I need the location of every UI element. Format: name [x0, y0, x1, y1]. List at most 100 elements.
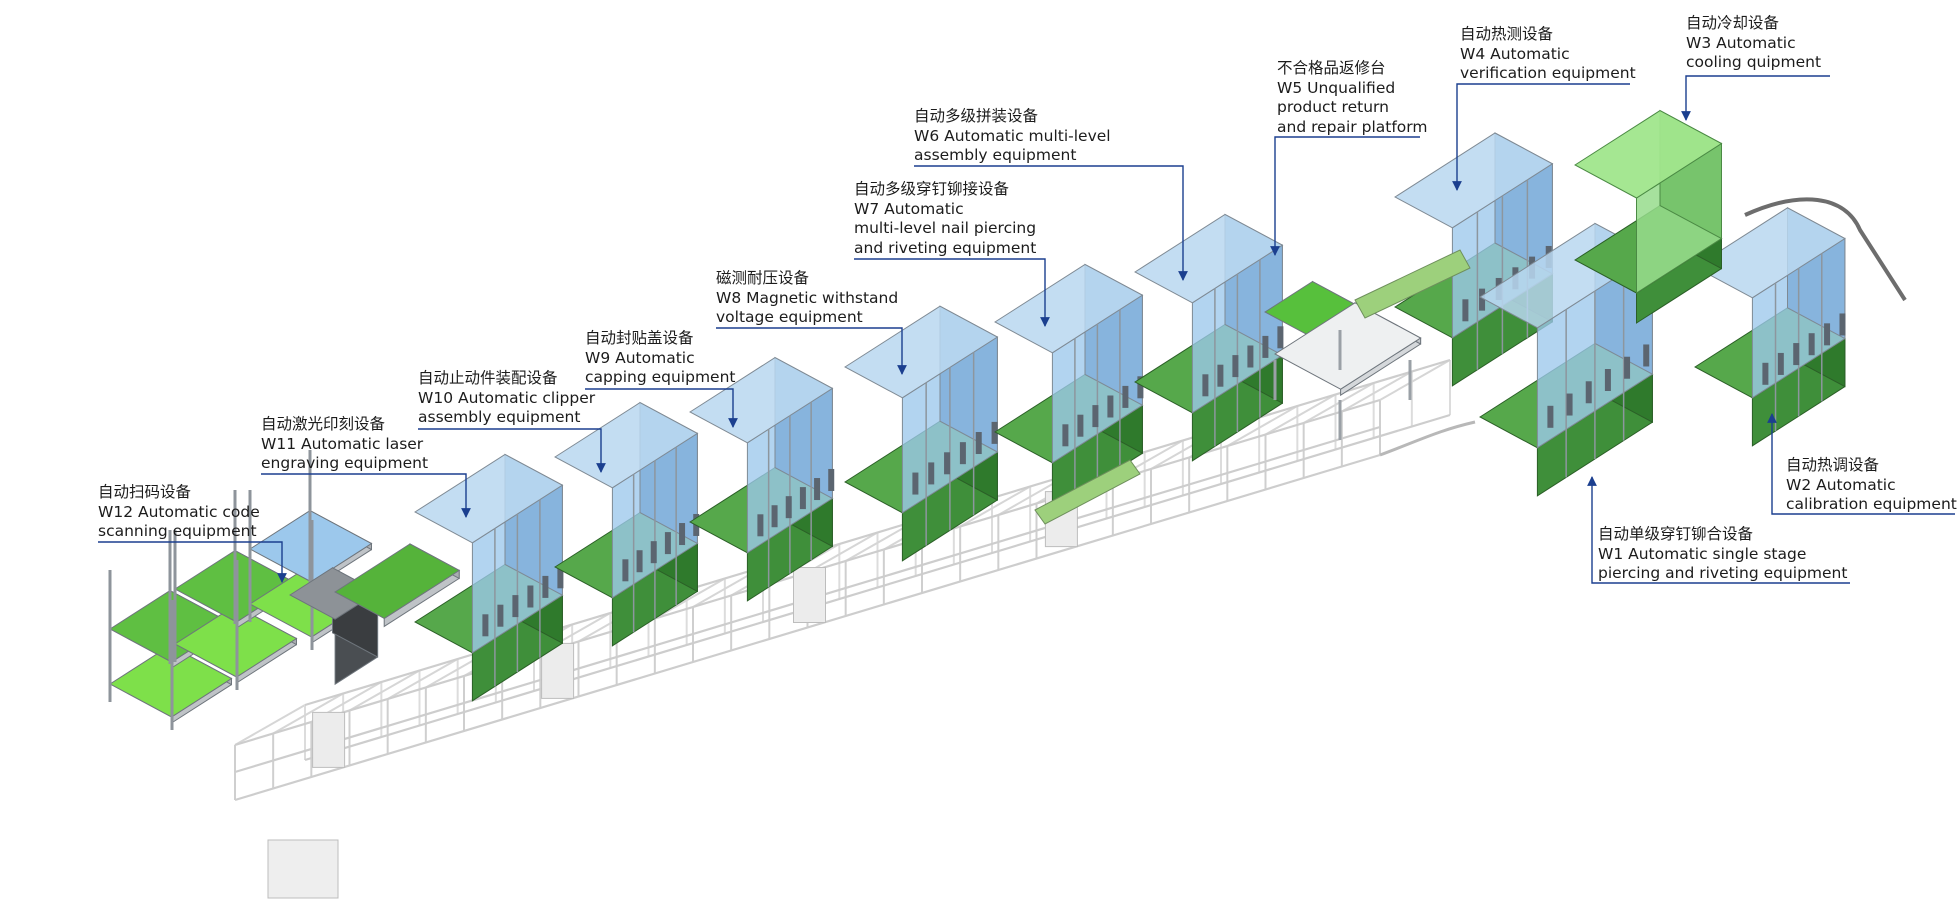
machine-w3-enclosure	[1574, 109, 1723, 294]
internal-mechanism	[912, 472, 919, 495]
internal-mechanism	[622, 559, 629, 582]
conveyor-crossbar	[807, 531, 878, 574]
label-w8-line: voltage equipment	[716, 308, 863, 326]
transfer-conveyor	[1354, 249, 1471, 319]
label-w6-line: assembly equipment	[914, 146, 1077, 164]
label-w1: 自动单级穿钉铆合设备 W1 Automatic single stage pie…	[1598, 525, 1847, 584]
internal-mechanism	[1762, 362, 1769, 385]
label-w1-line: 自动单级穿钉铆合设备	[1598, 525, 1754, 543]
internal-mechanism	[1247, 345, 1254, 368]
internal-mechanism	[1643, 344, 1650, 367]
machine-w7	[994, 263, 1144, 512]
internal-mechanism	[814, 478, 821, 501]
label-w5: 不合格品返修台 W5 Unqualified product return an…	[1277, 59, 1427, 137]
internal-mechanism	[664, 532, 671, 555]
label-w5-line: product return	[1277, 98, 1389, 116]
label-w11-line: engraving equipment	[261, 454, 429, 472]
label-w3-line: W3 Automatic	[1686, 33, 1796, 52]
conveyor-crossbar	[349, 669, 420, 712]
machine-w4	[1394, 132, 1554, 387]
label-w12-line: 自动扫码设备	[98, 483, 192, 501]
conveyor-crossbar	[959, 485, 1031, 528]
label-w9: 自动封贴盖设备 W9 Automatic capping equipment	[585, 329, 735, 388]
label-w10-line: assembly equipment	[418, 408, 581, 426]
internal-mechanism	[1462, 299, 1469, 322]
label-w9-line: 自动封贴盖设备	[585, 329, 694, 347]
internal-mechanism	[975, 432, 982, 455]
label-w8-line: W8 Magnetic withstand	[716, 288, 899, 307]
internal-mechanism	[1839, 313, 1846, 336]
machine-w8	[844, 305, 999, 562]
conveyor-drive-unit	[312, 711, 346, 768]
internal-mechanism	[771, 505, 778, 528]
internal-mechanism	[1077, 414, 1084, 437]
internal-mechanism	[542, 575, 549, 598]
internal-mechanism	[1808, 333, 1815, 356]
label-w11-line: W11 Automatic laser	[261, 434, 424, 453]
conveyor-rail	[304, 413, 1451, 762]
internal-mechanism	[557, 566, 564, 589]
label-w5-line: and repair platform	[1277, 117, 1428, 136]
internal-mechanism	[1122, 385, 1129, 408]
internal-mechanism	[1217, 364, 1224, 387]
label-w6-line: W6 Automatic multi-level	[914, 126, 1111, 145]
label-w4: 自动热测设备 W4 Automatic verification equipme…	[1460, 25, 1636, 84]
conveyor-rail	[234, 453, 1381, 802]
internal-mechanism	[1566, 393, 1573, 416]
label-w1-line: piercing and riveting equipment	[1598, 564, 1848, 582]
internal-mechanism	[1585, 381, 1592, 404]
return-conveyor-belt	[1744, 197, 1907, 302]
label-w7-line: 自动多级穿钉铆接设备	[854, 180, 1010, 198]
internal-mechanism	[1277, 326, 1284, 349]
label-w12-line: scanning equipment	[98, 522, 257, 540]
conveyor-crossbar	[272, 692, 344, 735]
machine-w10	[554, 401, 700, 647]
label-w10: 自动止动件装配设备 W10 Automatic clipper assembly…	[418, 369, 595, 428]
conveyor-crossbar	[1265, 393, 1336, 436]
internal-mechanism	[1092, 405, 1099, 428]
internal-mechanism	[636, 550, 643, 573]
label-w1-line: W1 Automatic single stage	[1598, 544, 1807, 563]
label-w8-line: 磁测耐压设备	[716, 269, 810, 287]
label-w4-line: 自动热测设备	[1460, 25, 1554, 43]
conveyor-end-unit	[267, 839, 339, 899]
scanner-bench	[334, 543, 461, 628]
label-w3-line: cooling quipment	[1686, 53, 1822, 71]
internal-mechanism	[527, 585, 534, 608]
conveyor-crossbar	[234, 704, 306, 746]
label-w2: 自动热调设备 W2 Automatic calibration equipmen…	[1786, 456, 1957, 515]
label-w6: 自动多级拼装设备 W6 Automatic multi-level assemb…	[914, 107, 1111, 166]
internal-mechanism	[1793, 343, 1800, 366]
box-top	[414, 453, 564, 544]
conveyor-crossbar	[1379, 359, 1451, 401]
internal-mechanism	[1479, 288, 1486, 311]
internal-mechanism	[1547, 405, 1554, 428]
label-w4-line: verification equipment	[1460, 64, 1636, 82]
label-w2-line: W2 Automatic	[1786, 475, 1896, 494]
internal-mechanism	[1202, 374, 1209, 397]
internal-mechanism	[512, 595, 519, 618]
label-w12-line: W12 Automatic code	[98, 502, 260, 521]
internal-mechanism	[1137, 376, 1144, 399]
internal-mechanism	[679, 523, 686, 546]
label-w10-line: 自动止动件装配设备	[418, 369, 558, 387]
label-w8: 磁测耐压设备 W8 Magnetic withstand voltage equ…	[716, 269, 898, 328]
label-w7-line: and riveting equipment	[854, 238, 1037, 257]
label-w3: 自动冷却设备 W3 Automatic cooling quipment	[1686, 14, 1821, 73]
label-w11-line: 自动激光印刻设备	[261, 415, 386, 433]
label-w4-line: W4 Automatic	[1460, 44, 1570, 63]
transfer-conveyor	[1034, 459, 1141, 525]
box-top	[844, 305, 999, 399]
machine-w11	[414, 453, 564, 702]
internal-mechanism	[1107, 395, 1114, 418]
box-top	[1694, 207, 1846, 299]
conveyor-drive-unit	[793, 567, 826, 623]
internal-mechanism	[1604, 369, 1611, 391]
label-w7-line: W7 Automatic	[854, 199, 964, 218]
conveyor-crossbar	[1341, 370, 1413, 413]
box-top	[994, 263, 1144, 354]
internal-mechanism	[959, 442, 966, 465]
internal-mechanism	[785, 496, 792, 519]
conveyor-crossbar	[1226, 405, 1298, 447]
